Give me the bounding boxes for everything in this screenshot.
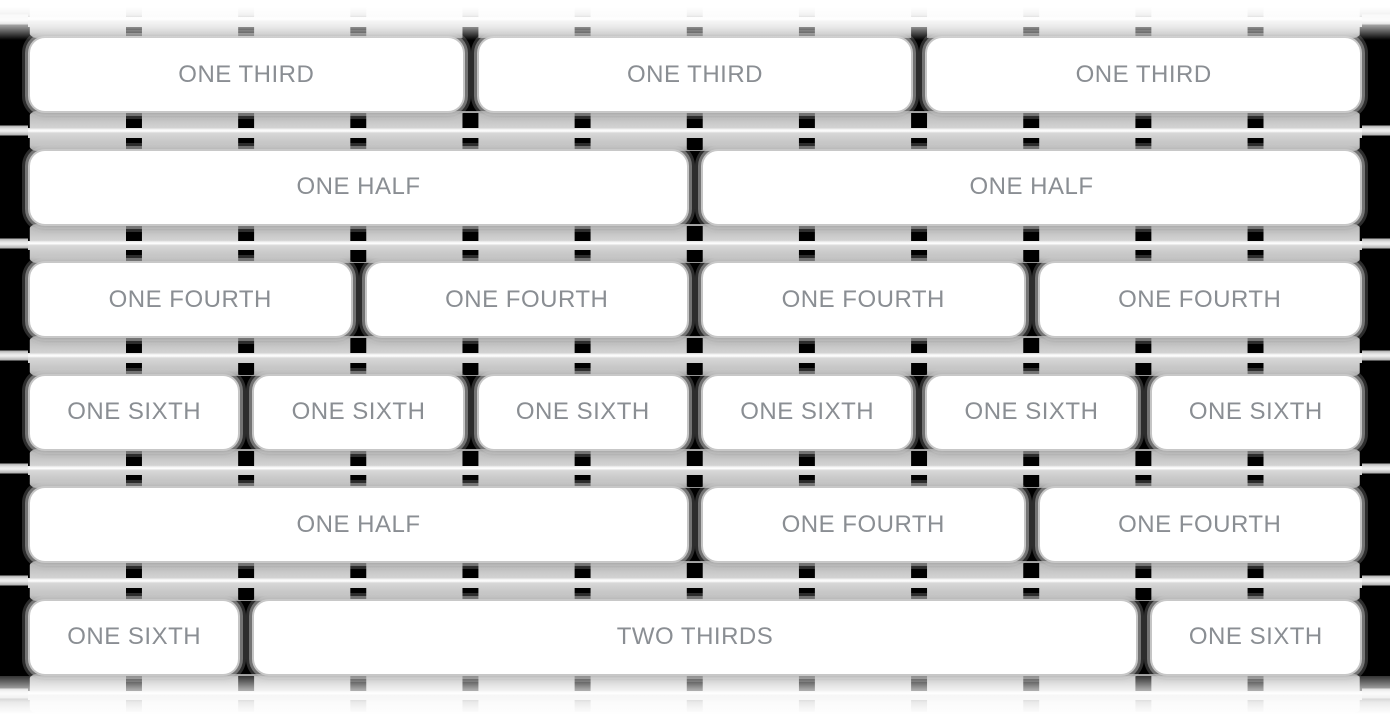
grid-row-3: ONE FOURTH ONE FOURTH ONE FOURTH ONE FOURTH <box>30 263 1360 336</box>
grid-box: ONE FOURTH <box>30 263 351 336</box>
grid-box: ONE SIXTH <box>30 375 239 449</box>
grid-box-label: ONE FOURTH <box>108 285 272 313</box>
grid-box-label: ONE FOURTH <box>781 510 945 538</box>
grid-column-band <box>0 448 1390 488</box>
grid-box: ONE FOURTH <box>1039 488 1360 561</box>
grid-row-6: ONE SIXTH TWO THIRDS ONE SIXTH <box>30 600 1360 674</box>
grid-box-label: ONE FOURTH <box>1118 285 1282 313</box>
grid-column-band <box>0 111 1390 151</box>
grid-row-2: ONE HALF ONE HALF <box>30 150 1360 224</box>
grid-box: ONE SIXTH <box>927 375 1136 449</box>
grid-box-label: TWO THIRDS <box>616 623 774 650</box>
grid-box-label: ONE THIRD <box>626 60 764 88</box>
grid-box-label: ONE SIXTH <box>1188 398 1323 425</box>
grid-box-label: ONE FOURTH <box>445 285 609 313</box>
grid-box-label: ONE SIXTH <box>964 398 1099 425</box>
grid-box: ONE SIXTH <box>1151 600 1360 674</box>
grid-box-label: ONE SIXTH <box>67 398 202 425</box>
grid-box-label: ONE FOURTH <box>781 285 945 313</box>
grid-box: ONE HALF <box>30 488 687 561</box>
grid-box-label: ONE SIXTH <box>291 398 426 425</box>
grid-box: ONE SIXTH <box>254 375 463 449</box>
grid-row-1: ONE THIRD ONE THIRD ONE THIRD <box>30 38 1360 111</box>
grid-row-4: ONE SIXTH ONE SIXTH ONE SIXTH ONE SIXTH ONE … <box>30 375 1360 449</box>
grid-box: ONE THIRD <box>30 38 463 111</box>
grid-box: ONE THIRD <box>927 38 1360 111</box>
grid-box-label: ONE SIXTH <box>1188 623 1323 650</box>
grid-box-label: ONE THIRD <box>1075 60 1212 88</box>
grid-box: ONE FOURTH <box>1039 263 1360 336</box>
grid-column-band <box>0 336 1390 376</box>
grid-column-band <box>0 0 1390 38</box>
grid-box: ONE THIRD <box>478 38 912 111</box>
grid-box-label: ONE THIRD <box>178 60 315 88</box>
grid-box: ONE SIXTH <box>1151 375 1360 449</box>
grid-box: ONE SIXTH <box>478 375 687 449</box>
grid-box-label: ONE SIXTH <box>67 623 202 650</box>
grid-box-label: ONE HALF <box>296 173 421 200</box>
grid-box: ONE FOURTH <box>703 488 1024 561</box>
grid-box: ONE FOURTH <box>366 263 687 336</box>
grid-column-band <box>0 223 1390 263</box>
grid-box: ONE HALF <box>30 150 687 224</box>
grid-row-5: ONE HALF ONE FOURTH ONE FOURTH <box>30 488 1360 561</box>
grid-column-band <box>0 673 1390 713</box>
grid-box: ONE HALF <box>703 150 1360 224</box>
grid-box: ONE SIXTH <box>702 375 912 449</box>
grid-box-label: ONE HALF <box>969 173 1094 200</box>
grid-box: TWO THIRDS <box>254 600 1136 674</box>
grid-column-band <box>0 561 1390 601</box>
grid-box: ONE FOURTH <box>703 263 1024 336</box>
grid-box-label: ONE FOURTH <box>1118 510 1282 538</box>
grid-box: ONE SIXTH <box>30 600 239 674</box>
grid-box-label: ONE SIXTH <box>515 398 650 425</box>
grid-box-label: ONE SIXTH <box>740 398 875 425</box>
grid-box-label: ONE HALF <box>296 510 421 538</box>
